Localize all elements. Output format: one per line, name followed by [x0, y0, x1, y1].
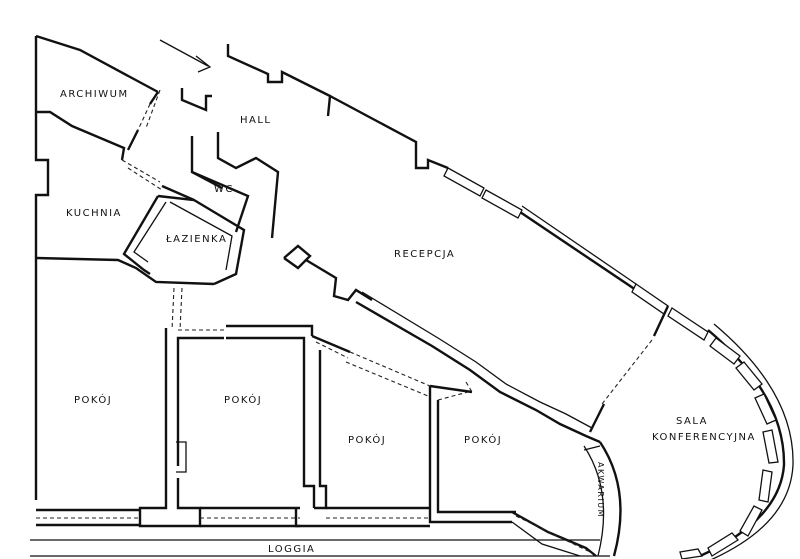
archiwum-walls	[36, 89, 161, 161]
windows	[443, 167, 779, 559]
label-pokoj-2: POKÓJ	[224, 393, 262, 406]
label-akwarium: AKWARIUM	[596, 462, 605, 518]
label-loggia: LOGGIA	[268, 544, 315, 555]
label-pokoj-1: POKÓJ	[74, 393, 112, 406]
label-konferencyjna: KONFERENCYJNA	[652, 432, 756, 443]
wc-walls	[190, 132, 280, 239]
label-lazienka: ŁAZIENKA	[165, 234, 227, 245]
label-archiwum: ARCHIWUM	[60, 89, 129, 100]
sala-partitions	[583, 305, 670, 557]
room-labels: ARCHIWUM HALL WC KUCHNIA ŁAZIENKA RECEPC…	[60, 89, 756, 555]
outer-walls	[30, 34, 794, 559]
entrance-arrow-icon	[159, 39, 212, 73]
kuchnia-walls	[35, 159, 215, 286]
label-pokoj-4: POKÓJ	[464, 433, 502, 446]
label-kuchnia: KUCHNIA	[66, 208, 122, 219]
label-sala: SALA	[676, 416, 708, 427]
label-pokoj-3: POKÓJ	[348, 433, 386, 446]
hall-openings	[171, 287, 183, 331]
recepcja-walls	[283, 244, 601, 444]
label-recepcja: RECEPCJA	[394, 249, 455, 260]
label-wc: WC	[214, 184, 234, 195]
pokoje-walls	[36, 324, 597, 557]
label-hall: HALL	[240, 115, 272, 126]
lazienka-walls	[122, 194, 246, 286]
